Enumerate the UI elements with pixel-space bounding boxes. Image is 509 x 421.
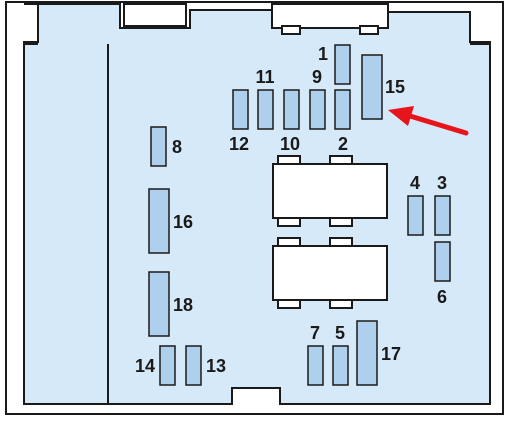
fuse-label-18: 18 <box>173 295 193 315</box>
fuse-label-16: 16 <box>173 212 193 232</box>
relay-upper <box>272 155 388 227</box>
fuse-12 <box>232 89 249 130</box>
fuse-label-3: 3 <box>437 173 447 193</box>
fuse-label-15: 15 <box>385 77 405 97</box>
fuse-15 <box>361 54 383 120</box>
fuse-label-4: 4 <box>410 173 420 193</box>
fuse-3 <box>434 195 451 236</box>
top-connector-right <box>271 3 389 29</box>
fuse-label-2: 2 <box>338 134 348 154</box>
relay-lower <box>272 237 388 309</box>
fuse-9 <box>309 89 326 130</box>
fuse-13 <box>185 345 202 386</box>
fuse-7 <box>307 345 324 386</box>
fuse-label-1: 1 <box>318 44 328 64</box>
fuse-label-5: 5 <box>335 323 345 343</box>
fuse-label-7: 7 <box>310 323 320 343</box>
top-connector-pin <box>359 25 379 35</box>
fuse-1 <box>334 44 351 85</box>
fuse-4 <box>407 195 424 236</box>
fuse-18 <box>148 271 170 337</box>
fuse-label-17: 17 <box>381 344 401 364</box>
top-connector-left <box>123 3 187 27</box>
fuse-label-9: 9 <box>312 67 322 87</box>
top-connector-pin <box>281 25 301 35</box>
fuse-16 <box>148 188 170 254</box>
fuse-2 <box>334 89 351 130</box>
fuse-6 <box>434 241 451 282</box>
fuse-label-12: 12 <box>229 134 249 154</box>
fuse-8 <box>150 126 167 167</box>
red-arrow-icon <box>388 106 469 136</box>
fuse-label-14: 14 <box>135 356 155 376</box>
fuse-14 <box>159 345 176 386</box>
fuse-11 <box>257 89 274 130</box>
fuse-10 <box>283 89 300 130</box>
fuse-label-11: 11 <box>255 67 274 87</box>
fuse-label-10: 10 <box>280 134 300 154</box>
fuse-17 <box>356 320 378 386</box>
fuse-label-6: 6 <box>437 287 447 307</box>
fuse-5 <box>332 345 349 386</box>
fuse-label-13: 13 <box>206 356 226 376</box>
fuse-label-8: 8 <box>172 137 182 157</box>
